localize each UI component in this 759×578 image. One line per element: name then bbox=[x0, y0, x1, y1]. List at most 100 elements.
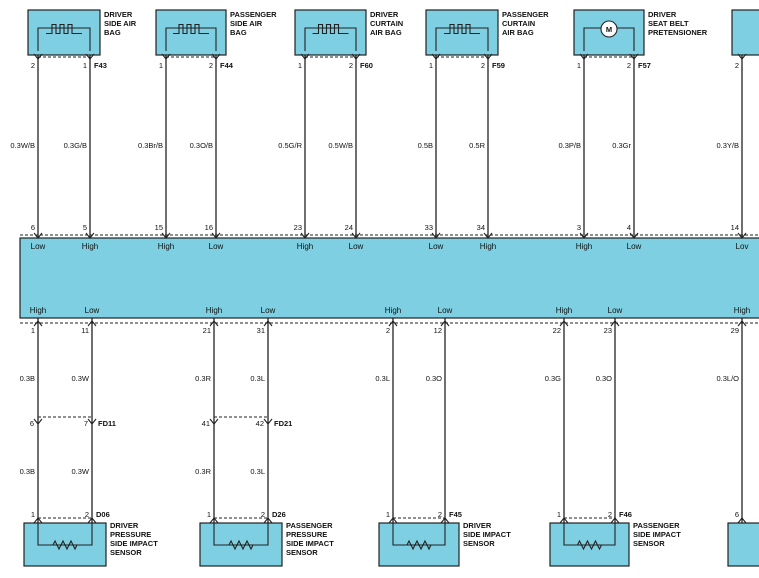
driver-side-impact-sensor-label: SENSOR bbox=[463, 539, 495, 548]
driver-curtain-air-bag-label: AIR BAG bbox=[370, 28, 402, 37]
ecu-pin-number: 34 bbox=[477, 223, 485, 232]
ecu-pin-number: 29 bbox=[731, 326, 739, 335]
partial-component-box bbox=[731, 9, 759, 56]
ecu-pin-signal: High bbox=[158, 242, 174, 251]
wire-color-label: 0.3R bbox=[195, 467, 211, 476]
connector-chevron-icon bbox=[579, 232, 589, 239]
wire-color-label: 0.3W bbox=[71, 374, 89, 383]
wire-color-label: 0.3O/B bbox=[190, 141, 213, 150]
ecu-pin-signal: High bbox=[480, 242, 496, 251]
ecu-pin-signal: High bbox=[82, 242, 98, 251]
wire-color-label: 0.3Br/B bbox=[138, 141, 163, 150]
driver-curtain-air-bag-label: DRIVER bbox=[370, 10, 399, 19]
connector-chevron-icon bbox=[263, 517, 273, 524]
driver-side-impact-sensor-label: DRIVER bbox=[463, 521, 492, 530]
ecu-pin-signal: Low bbox=[349, 242, 364, 251]
ecu-pin-number: 12 bbox=[434, 326, 442, 335]
ecu-pin-signal: Low bbox=[438, 306, 453, 315]
passenger-pressure-side-impact-sensor-joint-id: FD21 bbox=[274, 419, 292, 428]
pin-number: 1 bbox=[429, 61, 433, 70]
partial-sensor-box bbox=[727, 522, 759, 567]
ecu-pin-number: 14 bbox=[731, 223, 739, 232]
airbag-control-module bbox=[19, 237, 759, 319]
ecu-pin-number: 3 bbox=[577, 223, 581, 232]
connector-chevron-icon bbox=[351, 232, 361, 239]
pin-number: 1 bbox=[298, 61, 302, 70]
pin-number: 42 bbox=[256, 419, 264, 428]
wire-color-label: 0.3Y/B bbox=[716, 141, 739, 150]
passenger-side-impact-sensor-connector-id: F46 bbox=[619, 510, 632, 519]
wire-color-label: 0.3L bbox=[250, 374, 265, 383]
ecu-pin-number: 2 bbox=[386, 326, 390, 335]
pin-number: 2 bbox=[438, 510, 442, 519]
driver-side-impact-sensor-label: SIDE IMPACT bbox=[463, 530, 511, 539]
connector-chevron-icon bbox=[85, 232, 95, 239]
passenger-side-air-bag-label: BAG bbox=[230, 28, 247, 37]
connector-chevron-icon bbox=[87, 517, 97, 524]
ecu-pin-number: 15 bbox=[155, 223, 163, 232]
ecu-pin-number: 24 bbox=[345, 223, 353, 232]
ecu-pin-signal: High bbox=[30, 306, 46, 315]
ecu-pin-signal: Lov bbox=[736, 242, 749, 251]
wire-color-label: 0.3O bbox=[596, 374, 612, 383]
squib-icon bbox=[444, 23, 480, 35]
ecu-pin-signal: Low bbox=[261, 306, 276, 315]
wire-color-label: 0.3B bbox=[20, 374, 35, 383]
passenger-pressure-side-impact-sensor-label: SIDE IMPACT bbox=[286, 539, 334, 548]
motor-icon bbox=[600, 20, 618, 38]
passenger-pressure-side-impact-sensor-label: PASSENGER bbox=[286, 521, 333, 530]
ecu-pin-number: 4 bbox=[627, 223, 631, 232]
driver-curtain-air-bag-label: CURTAIN bbox=[370, 19, 403, 28]
ecu-pin-number: 22 bbox=[553, 326, 561, 335]
driver-pressure-side-impact-sensor-joint-id: FD11 bbox=[98, 419, 116, 428]
passenger-pressure-side-impact-sensor-label: PRESSURE bbox=[286, 530, 327, 539]
ecu-pin-number: 6 bbox=[31, 223, 35, 232]
wire-color-label: 0.3B bbox=[20, 467, 35, 476]
wire-color-label: 0.3L bbox=[250, 467, 265, 476]
pin-number: 2 bbox=[261, 510, 265, 519]
wire-color-label: 0.3P/B bbox=[558, 141, 581, 150]
pin-number: 7 bbox=[84, 419, 88, 428]
resistor-icon bbox=[219, 539, 263, 551]
ecu-pin-signal: Low bbox=[429, 242, 444, 251]
pin-number: 2 bbox=[627, 61, 631, 70]
driver-side-air-bag-label: BAG bbox=[104, 28, 121, 37]
ecu-pin-number: 5 bbox=[83, 223, 87, 232]
driver-curtain-air-bag-connector-id: F60 bbox=[360, 61, 373, 70]
driver-pressure-side-impact-sensor-label: DRIVER bbox=[110, 521, 139, 530]
pin-number: 1 bbox=[31, 510, 35, 519]
resistor-icon bbox=[43, 539, 87, 551]
pin-number: 2 bbox=[608, 510, 612, 519]
pin-number: 2 bbox=[349, 61, 353, 70]
resistor-icon bbox=[397, 539, 441, 551]
driver-side-air-bag-label: DRIVER bbox=[104, 10, 133, 19]
ecu-pin-signal: High bbox=[385, 306, 401, 315]
passenger-side-air-bag-connector-id: F44 bbox=[220, 61, 234, 70]
pin-number: 1 bbox=[159, 61, 163, 70]
ecu-pin-number: 16 bbox=[205, 223, 213, 232]
connector-chevron-icon bbox=[431, 232, 441, 239]
connector-chevron-icon bbox=[211, 232, 221, 239]
driver-pressure-side-impact-sensor-label: SIDE IMPACT bbox=[110, 539, 158, 548]
pin-number: 6 bbox=[30, 419, 34, 428]
passenger-side-impact-sensor-label: PASSENGER bbox=[633, 521, 680, 530]
ecu-pin-number: 31 bbox=[257, 326, 265, 335]
driver-seat-belt-pretensioner-label: SEAT BELT bbox=[648, 19, 689, 28]
wire-color-label: 0.5W/B bbox=[328, 141, 353, 150]
wire-color-label: 0.3G/B bbox=[64, 141, 87, 150]
ecu-pin-signal: Low bbox=[608, 306, 623, 315]
pin-number: 2 bbox=[85, 510, 89, 519]
driver-seat-belt-pretensioner-label: DRIVER bbox=[648, 10, 677, 19]
ecu-pin-signal: High bbox=[206, 306, 222, 315]
driver-side-impact-sensor-connector-id: F45 bbox=[449, 510, 462, 519]
pin-number: 2 bbox=[31, 61, 35, 70]
wire-color-label: 0.3O bbox=[426, 374, 442, 383]
connector-chevron-icon bbox=[483, 232, 493, 239]
wire-color-label: 0.3W/B bbox=[10, 141, 35, 150]
driver-pressure-side-impact-sensor-label: PRESSURE bbox=[110, 530, 151, 539]
passenger-curtain-air-bag-label: AIR BAG bbox=[502, 28, 534, 37]
wire-color-label: 0.3G bbox=[545, 374, 561, 383]
connector-chevron-icon bbox=[33, 232, 43, 239]
joint-chevron-icon bbox=[263, 418, 273, 425]
ecu-pin-number: 23 bbox=[604, 326, 612, 335]
